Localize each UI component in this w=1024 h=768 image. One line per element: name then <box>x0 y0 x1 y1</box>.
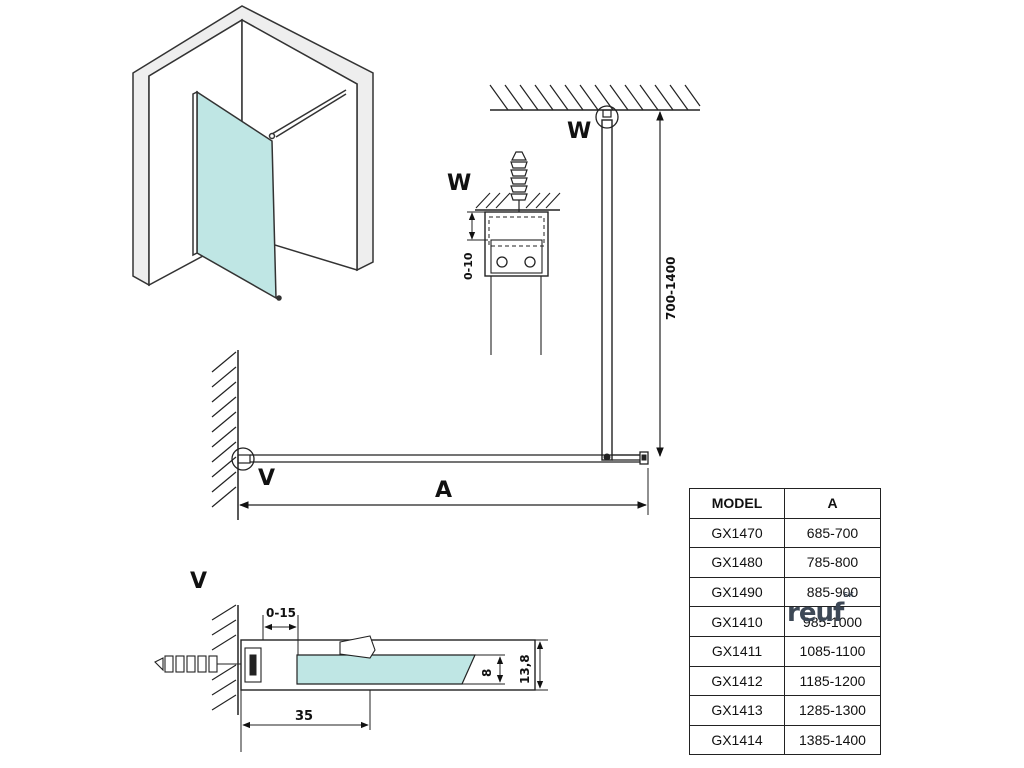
table-header-model: MODEL <box>689 488 785 519</box>
floor-profile-circle <box>231 447 255 471</box>
ceiling-bracket-circle <box>595 105 619 129</box>
model-cell: GX1470 <box>689 517 785 549</box>
height-range-label: 700-1400 <box>664 257 678 320</box>
floor-bracket-label: V <box>258 466 275 491</box>
plan-view <box>211 350 649 520</box>
a-cell: 685-700 <box>784 517 881 549</box>
isometric-view <box>132 5 374 301</box>
floor-profile-detail <box>154 604 548 752</box>
model-cell: GX1490 <box>689 576 785 608</box>
watermark-suffix: SK <box>843 591 854 600</box>
floor-depth-label: 35 <box>295 709 313 724</box>
wall-bracket-detail <box>467 151 561 355</box>
a-cell: 885-900 <box>784 576 881 608</box>
floor-detail-label: V <box>190 569 207 594</box>
wall-bracket-label-top: W <box>567 119 591 144</box>
watermark-logo: reufSK <box>787 591 854 628</box>
a-cell: 1285-1300 <box>784 695 881 726</box>
model-cell: GX1414 <box>689 724 785 756</box>
model-cell: GX1413 <box>689 695 785 726</box>
model-cell: GX1480 <box>689 547 785 578</box>
vertical-support-bar <box>601 119 613 461</box>
glass-thickness-label: 8 <box>480 669 494 677</box>
floor-profile-screw <box>154 655 248 673</box>
profile-height-label: 13,8 <box>518 654 532 684</box>
model-cell: GX1411 <box>689 635 785 667</box>
wall-adjust-label: 0-10 <box>462 252 475 280</box>
a-cell: 985-1000 <box>784 606 881 637</box>
a-cell: 1385-1400 <box>784 724 881 756</box>
left-wall-hatch <box>211 351 237 508</box>
glass-clamp <box>639 451 649 465</box>
model-cell: GX1412 <box>689 665 785 697</box>
watermark-text: reuf <box>787 598 844 628</box>
a-cell: 785-800 <box>784 547 881 578</box>
isometric-support-arm <box>271 89 347 135</box>
floor-profile-glass <box>296 654 476 685</box>
a-cell: 1085-1100 <box>784 635 881 667</box>
ceiling-support-view <box>489 84 701 465</box>
width-label: A <box>435 478 452 503</box>
isometric-wall-profile <box>192 90 198 257</box>
a-cell: 1185-1200 <box>784 665 881 697</box>
table-header-row: MODEL A <box>689 488 881 519</box>
floor-adjust-label: 0-15 <box>266 606 296 620</box>
model-cell: GX1410 <box>689 606 785 637</box>
ceiling-hatch <box>489 84 701 111</box>
table-header-a: A <box>784 488 881 519</box>
wall-bracket-detail-label: W <box>447 171 471 196</box>
